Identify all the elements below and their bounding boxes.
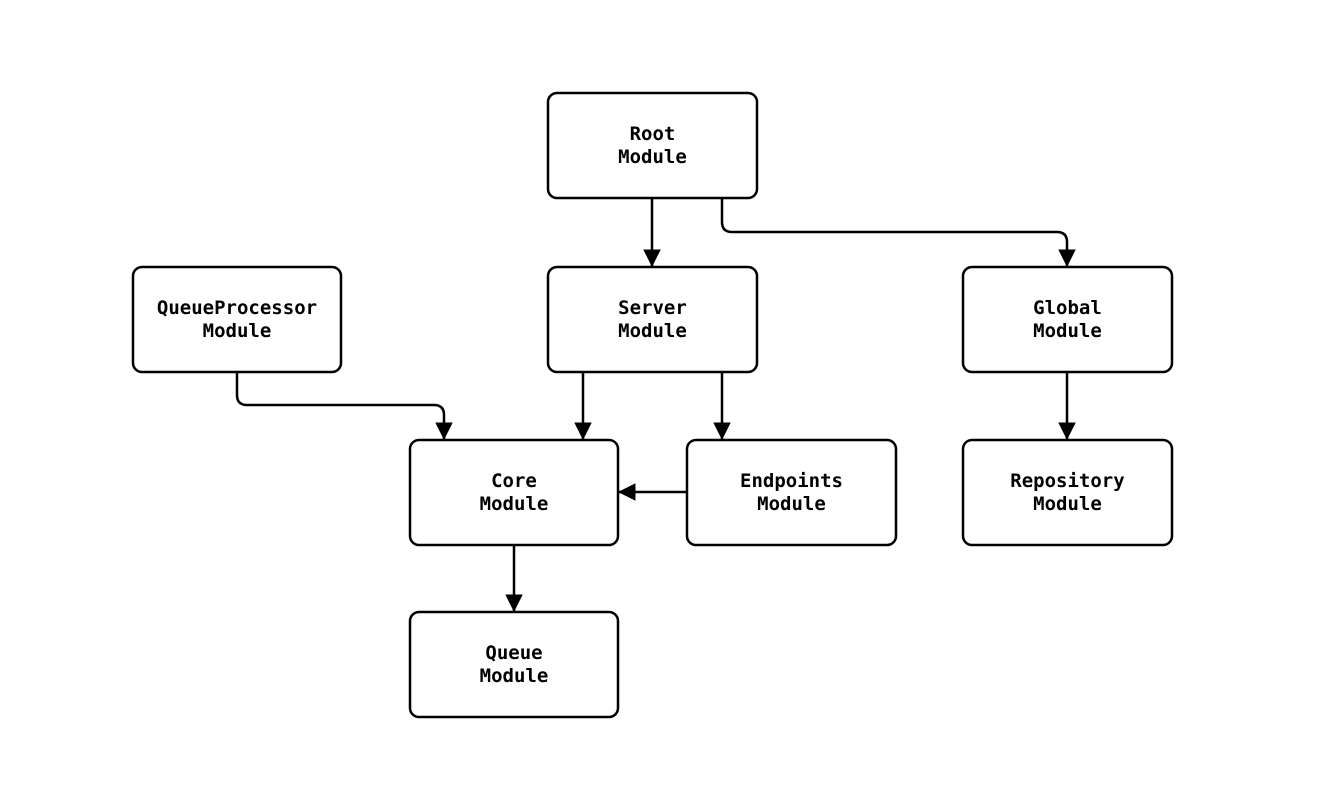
node-endpoints-label-line1: Endpoints xyxy=(740,470,843,492)
node-queueprocessor-label-line1: QueueProcessor xyxy=(157,297,317,319)
node-endpoints-label-line2: Module xyxy=(757,493,826,515)
node-global-box xyxy=(961,265,1174,374)
node-repository-box xyxy=(961,438,1174,547)
node-queue-box xyxy=(408,610,620,719)
node-core-box xyxy=(408,438,620,547)
node-core-label-line1: Core xyxy=(491,470,537,492)
node-repository-label-line1: Repository xyxy=(1010,470,1124,492)
node-queueprocessor-label-line2: Module xyxy=(203,320,272,342)
node-server-label-line1: Server xyxy=(618,297,687,319)
node-root-box xyxy=(546,91,759,200)
node-queue-label-line1: Queue xyxy=(485,642,542,664)
node-core-label-line2: Module xyxy=(480,493,549,515)
node-root-label-line1: Root xyxy=(630,123,676,145)
node-queueprocessor-box xyxy=(131,265,343,374)
node-global-label-line1: Global xyxy=(1033,297,1102,319)
node-endpoints-box xyxy=(685,438,898,547)
node-repository-label-line2: Module xyxy=(1033,493,1102,515)
edge-queueprocessor-core xyxy=(235,372,453,440)
edge-root-global xyxy=(720,198,1076,267)
node-queue-label-line2: Module xyxy=(480,665,549,687)
node-server-box xyxy=(546,265,759,374)
node-server-label-line2: Module xyxy=(618,320,687,342)
node-root-label-line2: Module xyxy=(618,146,687,168)
node-global-label-line2: Module xyxy=(1033,320,1102,342)
